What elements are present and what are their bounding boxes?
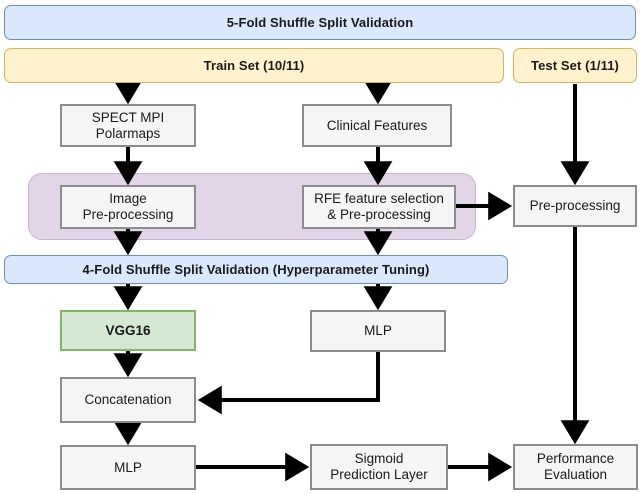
spect-polarmaps-box[interactable]: SPECT MPI Polarmaps [60, 104, 196, 147]
vgg16-box[interactable]: VGG16 [60, 310, 196, 351]
test-preprocessing-box[interactable]: Pre-processing [513, 185, 637, 227]
outer-validation-bar[interactable]: 5-Fold Shuffle Split Validation [4, 5, 636, 40]
clinical-features-box[interactable]: Clinical Features [302, 104, 452, 147]
inner-validation-bar[interactable]: 4-Fold Shuffle Split Validation (Hyperpa… [4, 255, 508, 284]
sigmoid-prediction-layer-box[interactable]: Sigmoid Prediction Layer [310, 444, 448, 490]
edge-mlpbranch-to-concat [197, 352, 380, 415]
mlp-branch-box[interactable]: MLP [310, 310, 446, 352]
rfe-preprocessing-box[interactable]: RFE feature selection & Pre-processing [302, 185, 456, 229]
concatenation-box[interactable]: Concatenation [60, 377, 196, 423]
performance-evaluation-box[interactable]: Performance Evaluation [513, 444, 638, 490]
image-preprocessing-box[interactable]: Image Pre-processing [60, 185, 196, 229]
mlp-head-box[interactable]: MLP [60, 445, 196, 490]
train-set-bar[interactable]: Train Set (10/11) [4, 48, 504, 83]
test-set-bar[interactable]: Test Set (1/11) [513, 48, 637, 83]
